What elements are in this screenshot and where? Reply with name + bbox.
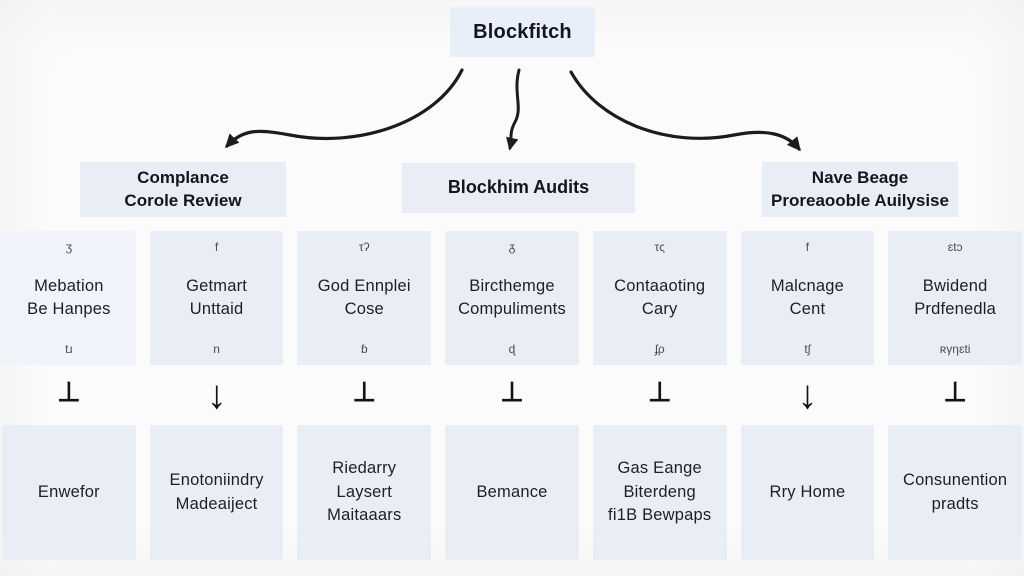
node-label: Riedarry Laysert Maitaaars bbox=[327, 459, 402, 525]
level3-node: ᵹ Bircthemge Compuliments ɖ bbox=[445, 231, 579, 365]
node-glyph-top: f bbox=[214, 240, 219, 254]
level3-row: ʒ Mebation Be Hanpes tɹ f Getmart Unttai… bbox=[0, 231, 1024, 365]
down-arrow-icon: ↓ bbox=[797, 373, 818, 417]
node-label: Malcnage Cent bbox=[770, 276, 844, 318]
node-label: Mebation Be Hanpes bbox=[27, 276, 111, 318]
node-glyph-bottom: tʃ bbox=[804, 342, 811, 356]
root-node: Blockfitch bbox=[450, 7, 595, 57]
level4-node: Gas Eange Biterdeng fi1B Bewpaps bbox=[592, 425, 727, 560]
level4-node: Enwefor bbox=[2, 425, 136, 560]
node-glyph-bottom: ɓ bbox=[360, 342, 368, 356]
level3-node: τʔ God Ennplei Cose ɓ bbox=[297, 231, 432, 365]
level4-node: Rry Home bbox=[740, 425, 875, 560]
straight-arrow-middle bbox=[506, 68, 521, 151]
node-label: Getmart Unttaid bbox=[186, 276, 248, 318]
node-glyph-top: ʒ bbox=[65, 240, 73, 254]
level2-box-analysis: Nave Beage Proreaooble Auilysise bbox=[762, 162, 958, 217]
node-glyph-top: τʔ bbox=[358, 240, 370, 254]
curved-arrow-left bbox=[225, 68, 464, 149]
node-glyph-bottom: ɖ bbox=[508, 342, 516, 356]
level4-node: Consunention pradts bbox=[888, 425, 1022, 560]
level3-node: f Malcnage Cent tʃ bbox=[740, 231, 875, 365]
tack-connector-icon: ⊥ bbox=[943, 376, 967, 407]
node-glyph-top: τς bbox=[654, 240, 665, 254]
node-label: Gas Eange Biterdeng fi1B Bewpaps bbox=[608, 459, 712, 525]
level3-node: ʒ Mebation Be Hanpes tɹ bbox=[2, 231, 136, 365]
tack-connector-icon: ⊥ bbox=[352, 376, 377, 407]
level4-node: Riedarry Laysert Maitaaars bbox=[297, 425, 432, 560]
level3-node: ɛtɔ Bwidend Prdfenedla ʀγηɛti bbox=[888, 231, 1022, 365]
level2-box-audits: Blockhim Audits bbox=[402, 163, 635, 213]
node-label: Bircthemge Compuliments bbox=[458, 276, 566, 318]
level4-node: Enotoniindry Madeaiject bbox=[149, 425, 284, 560]
node-label: Bwidend Prdfenedla bbox=[914, 276, 997, 318]
level2-label: Blockhim Audits bbox=[447, 177, 590, 198]
node-label: Enwefor bbox=[37, 482, 100, 501]
node-glyph-top: ɛtɔ bbox=[947, 240, 963, 254]
tack-connector-icon: ⊥ bbox=[647, 376, 672, 407]
node-glyph-top: ᵹ bbox=[508, 240, 516, 254]
down-arrow-icon: ↓ bbox=[206, 373, 227, 417]
node-label: Enotoniindry Madeaiject bbox=[169, 471, 264, 513]
node-glyph-bottom: tɹ bbox=[65, 342, 73, 356]
connector-row: ⊥ ↓ ⊥ ⊥ ⊥ ↓ ⊥ bbox=[0, 370, 1024, 420]
tack-connector-icon: ⊥ bbox=[500, 376, 524, 407]
node-label: God Ennplei Cose bbox=[317, 276, 411, 318]
node-glyph-bottom: ʀγηɛti bbox=[939, 342, 971, 356]
node-label: Rry Home bbox=[769, 482, 846, 501]
root-node-label: Blockfitch bbox=[473, 20, 572, 43]
level3-node: f Getmart Unttaid n bbox=[149, 231, 284, 365]
node-label: Bemance bbox=[476, 482, 548, 501]
level2-box-compliance: Complance Corole Review bbox=[80, 162, 286, 217]
level3-node: τς Contaaoting Cary ʄρ bbox=[592, 231, 727, 365]
curved-arrow-right bbox=[569, 70, 801, 152]
node-label: Consunention pradts bbox=[903, 471, 1008, 513]
node-glyph-top: f bbox=[805, 240, 810, 254]
node-glyph-bottom: ʄρ bbox=[654, 342, 665, 356]
level2-label: Complance Corole Review bbox=[124, 168, 242, 210]
tack-connector-icon: ⊥ bbox=[57, 376, 81, 407]
level2-label: Nave Beage Proreaooble Auilysise bbox=[771, 168, 949, 210]
node-label: Contaaoting Cary bbox=[614, 276, 706, 318]
node-glyph-bottom: n bbox=[213, 342, 220, 356]
level4-node: Bemance bbox=[445, 425, 579, 560]
level4-row: Enwefor Enotoniindry Madeaiject Riedarry… bbox=[0, 425, 1024, 560]
